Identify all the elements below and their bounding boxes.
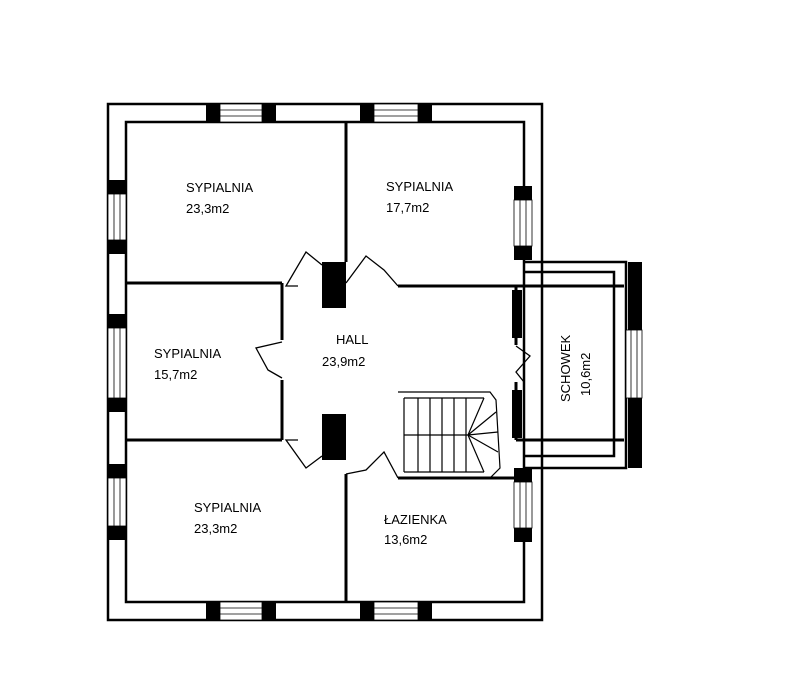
room-name-bathroom: ŁAZIENKA [384,512,447,527]
room-name-storage: SCHOWEK [558,335,573,403]
room-name-bedroom-2: SYPIALNIA [386,179,454,194]
room-area-bedroom-2: 17,7m2 [386,200,429,215]
windows [107,103,643,621]
door-bedroom-2 [345,255,399,287]
room-area-bathroom: 13,6m2 [384,532,427,547]
window-bottom-right [360,601,432,621]
room-name-bedroom-4: SYPIALNIA [194,500,262,515]
staircase [398,391,501,479]
window-storage [625,329,643,399]
room-labels: SYPIALNIA 23,3m2 SYPIALNIA 17,7m2 SYPIAL… [154,179,593,547]
room-area-bedroom-1: 23,3m2 [186,201,229,216]
interior-walls [126,122,524,602]
window-right-bottom [513,468,533,542]
door-storage [515,345,531,383]
window-top-right [360,103,432,123]
door-bedroom-1 [284,251,323,287]
window-top-left [206,103,276,123]
room-name-hall: HALL [336,332,369,347]
door-bedroom-4 [284,439,323,469]
room-area-bedroom-3: 15,7m2 [154,367,197,382]
window-left-top [107,180,127,254]
door-bedroom-3 [255,341,283,379]
window-bottom-left [206,601,276,621]
window-left-middle [107,314,127,412]
room-area-bedroom-4: 23,3m2 [194,521,237,536]
room-name-bedroom-1: SYPIALNIA [186,180,254,195]
room-name-bedroom-3: SYPIALNIA [154,346,222,361]
doors [255,251,531,479]
wall-piers [322,262,642,468]
room-area-hall: 23,9m2 [322,354,365,369]
door-bathroom [345,450,399,479]
window-right-top [513,186,533,260]
window-left-bottom [107,464,127,540]
room-area-storage: 10,6m2 [578,353,593,396]
